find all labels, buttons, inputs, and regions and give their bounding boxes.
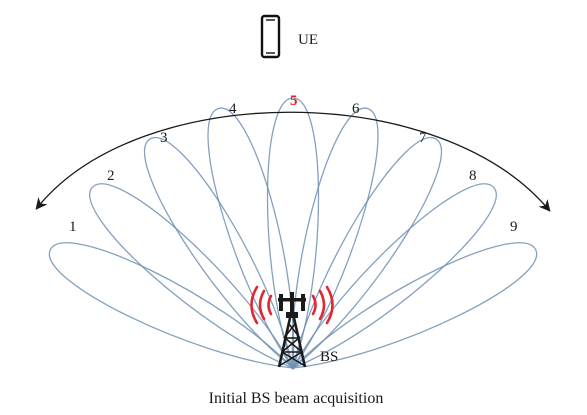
beam-lobe-6 — [291, 107, 379, 370]
beam-label-2: 2 — [107, 168, 115, 184]
beam-lobe-1 — [48, 242, 295, 369]
beam-label-4: 4 — [229, 101, 237, 117]
bs-label: BS — [320, 349, 338, 365]
beam-lobe-7 — [291, 136, 443, 370]
beam-lobe-8 — [291, 183, 497, 370]
beam-lobe-5 — [266, 97, 320, 370]
smartphone-icon — [260, 14, 281, 59]
cell-tower-icon — [277, 292, 307, 368]
beam-label-1: 1 — [69, 219, 77, 235]
beam-labels: 1 2 3 4 5 6 7 8 9 — [69, 93, 518, 235]
beam-lobe-3 — [143, 136, 295, 370]
figure-caption: Initial BS beam acquisition — [209, 390, 384, 407]
beam-label-9: 9 — [510, 219, 518, 235]
beam-label-8: 8 — [469, 168, 477, 184]
beam-lobe-2 — [89, 183, 295, 370]
ue-label: UE — [298, 32, 318, 48]
beams-group — [48, 97, 538, 370]
beam-label-5: 5 — [290, 93, 298, 109]
beam-lobe-9 — [291, 242, 538, 369]
beam-label-7: 7 — [419, 130, 427, 146]
signal-wave-icon — [250, 285, 334, 325]
beam-sweep-arc — [35, 111, 551, 212]
beam-label-3: 3 — [160, 130, 168, 146]
beam-lobe-4 — [207, 107, 295, 370]
beam-label-6: 6 — [352, 101, 360, 117]
